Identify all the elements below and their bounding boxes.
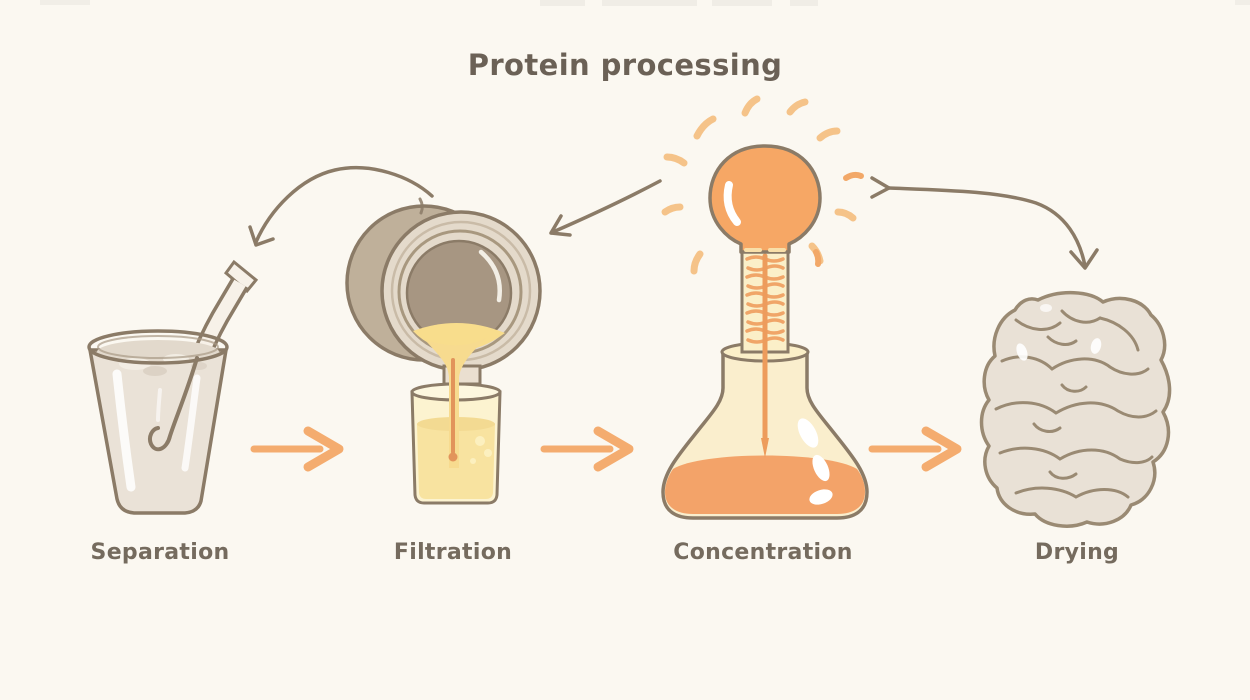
stage-label-separation: Separation bbox=[90, 540, 230, 565]
diagram-title: Protein processing bbox=[467, 48, 783, 82]
stage-label-concentration: Concentration bbox=[673, 540, 853, 565]
flow-arrow-3-icon bbox=[868, 426, 962, 472]
curved-arrow-to-drying-icon bbox=[870, 176, 1099, 270]
crumpled-dry-mass-icon bbox=[979, 290, 1172, 528]
curved-arrows bbox=[248, 165, 1099, 270]
flow-arrow-2-icon bbox=[540, 426, 634, 472]
flow-arrow-1-icon bbox=[250, 426, 344, 472]
heated-flask-evaporator-icon bbox=[661, 95, 869, 520]
top-edge-texture bbox=[40, 0, 1250, 6]
stage-label-filtration: Filtration bbox=[393, 540, 513, 565]
curved-arrow-to-filtration-icon bbox=[549, 179, 662, 237]
stage-label-drying: Drying bbox=[1034, 540, 1120, 565]
flow-arrows bbox=[250, 426, 962, 472]
curved-arrow-to-separation-icon bbox=[248, 165, 434, 247]
filter-drum-pouring-into-glass-icon bbox=[345, 204, 542, 505]
milk-cup-with-straw-icon bbox=[87, 259, 259, 515]
